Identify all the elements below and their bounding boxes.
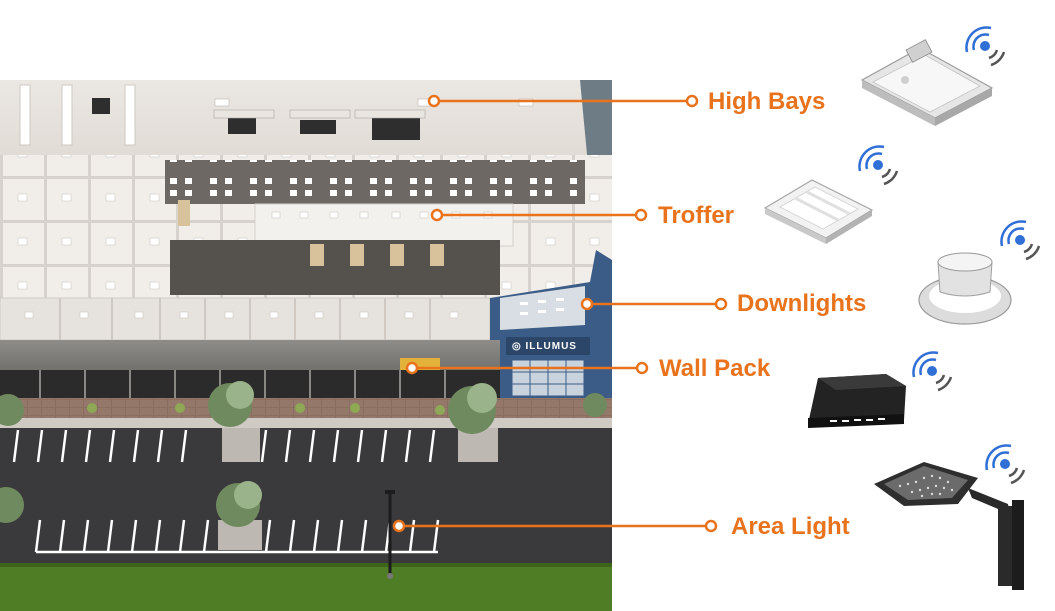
wall-pack-fixture-icon bbox=[808, 374, 906, 428]
area-light-fixture-icon bbox=[874, 462, 1024, 590]
warehouse-machinery bbox=[92, 98, 420, 140]
building-cutaway bbox=[0, 80, 612, 611]
wireless-signal-icon-high-bays bbox=[965, 26, 1006, 67]
wireless-signal-icon-downlights bbox=[1000, 220, 1041, 261]
wireless-signal-icon-wall-pack bbox=[912, 351, 953, 392]
grass-strip bbox=[0, 563, 612, 611]
trees bbox=[0, 381, 607, 527]
label-wall-pack: Wall Pack bbox=[659, 355, 771, 382]
leader-lines bbox=[399, 99, 721, 528]
logo-mark-icon: ◎ bbox=[512, 341, 522, 352]
troffer-fixture-icon bbox=[763, 179, 874, 244]
label-high-bays: High Bays bbox=[708, 88, 826, 115]
leader-dots bbox=[392, 94, 728, 533]
high-bay-fixture-icon bbox=[860, 39, 994, 126]
label-downlights: Downlights bbox=[737, 290, 867, 317]
parking-stalls-upper bbox=[12, 429, 436, 463]
wireless-signal-icon-area-light bbox=[985, 444, 1026, 485]
label-troffer: Troffer bbox=[658, 202, 735, 229]
private-offices bbox=[165, 160, 585, 204]
building-signage: ◎ ILLUMUS bbox=[512, 341, 577, 352]
label-area-light: Area Light bbox=[731, 513, 850, 540]
downlight-fixture-icon bbox=[918, 252, 1012, 325]
wireless-signal-icon-troffer bbox=[858, 145, 899, 186]
area-light-pole bbox=[385, 490, 395, 579]
parking-stalls-lower bbox=[34, 519, 440, 554]
